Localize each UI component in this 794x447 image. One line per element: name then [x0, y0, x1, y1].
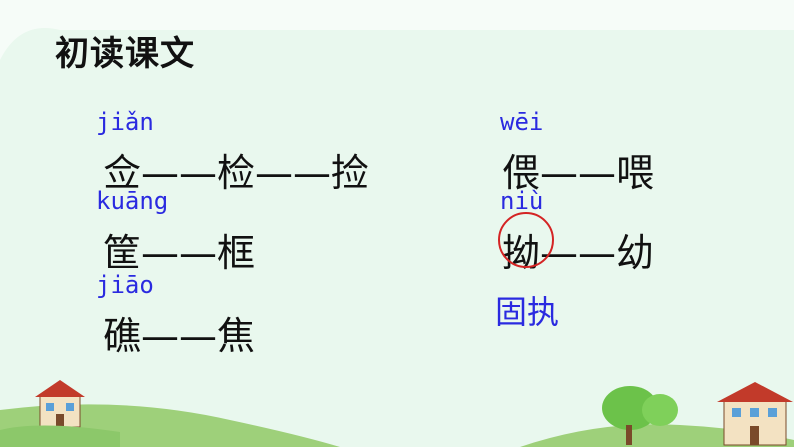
house-right-illustration [717, 382, 793, 446]
highlight-circle [498, 212, 554, 268]
pinyin-wei: wēi [500, 108, 544, 136]
char-row-wei: 偎——喂 [502, 151, 655, 195]
pinyin-jian: jiǎn [96, 108, 154, 136]
note-guzhi: 固执 [495, 293, 560, 331]
char-row-jiao: 礁——焦 [103, 314, 256, 358]
pinyin-niu: niù [500, 187, 544, 215]
char-row-kuang: 筐——框 [103, 231, 256, 275]
char-row-niu-rest: ——幼 [540, 231, 655, 275]
tree-illustration [602, 386, 678, 445]
pinyin-kuang: kuāng [96, 187, 169, 215]
house-left-illustration [0, 380, 120, 447]
char-row-jian: 佥——检——捡 [103, 151, 370, 195]
page-title: 初读课文 [55, 34, 195, 74]
pinyin-jiao: jiāo [96, 271, 154, 299]
